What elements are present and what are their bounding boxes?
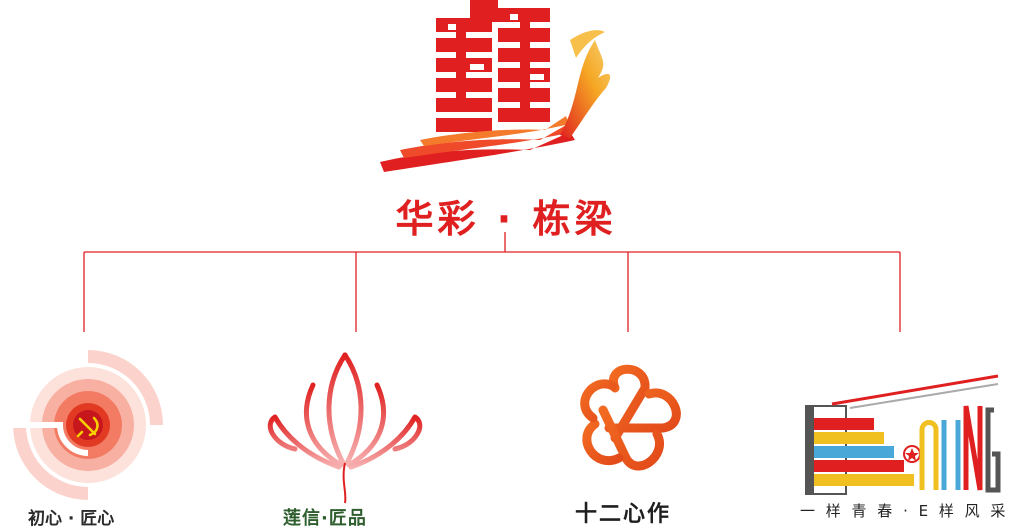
eyoung-building-icon (805, 374, 1001, 495)
red-concentric-circle-emblem-icon (0, 350, 163, 500)
red-lotus-icon (267, 352, 423, 504)
orange-knot-flower-icon (580, 364, 681, 471)
branch-label-1: 初心 · 匠心 (28, 509, 115, 529)
main-title: 华彩 · 栋梁 (395, 197, 617, 241)
building-logo-icon (380, 0, 611, 172)
branch-label-4: 一 样 青 春 · E 样 风 采 (800, 502, 1009, 520)
branch-label-2: 莲信·匠品 (283, 508, 367, 529)
branch-label-3: 十二心作 (575, 502, 672, 527)
